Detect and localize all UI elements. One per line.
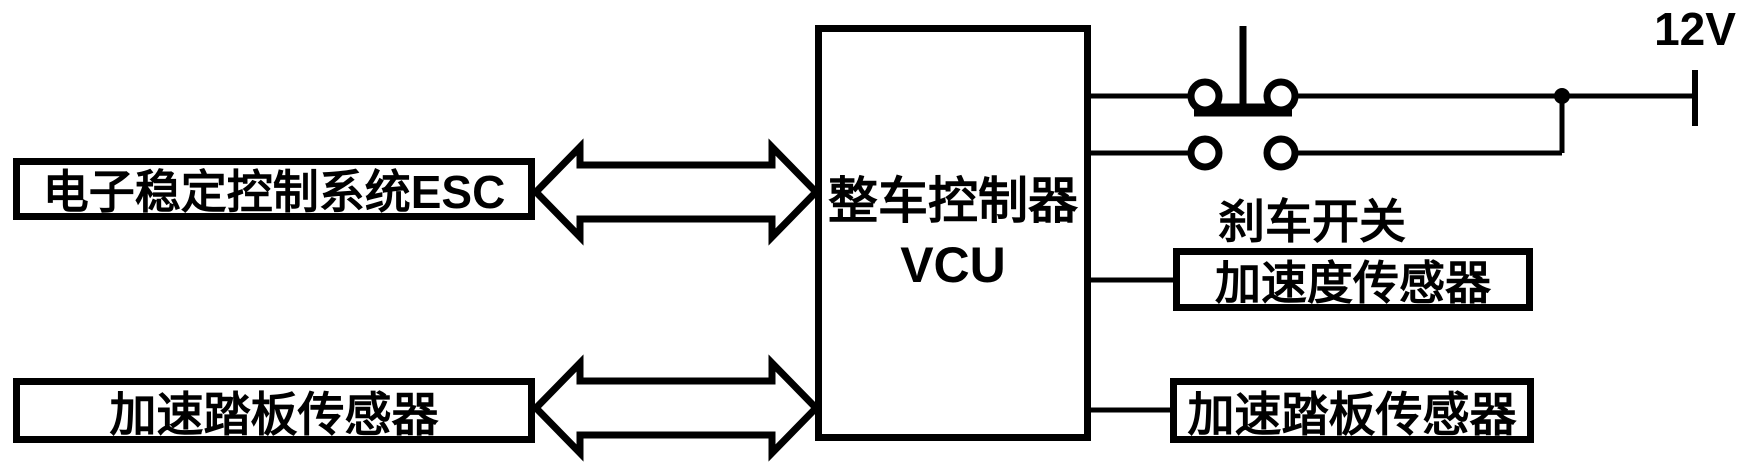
accelerator-pedal-sensor-left-label: 加速踏板传感器 bbox=[109, 388, 439, 441]
vcu-title: 整车控制器 bbox=[828, 173, 1078, 229]
vcu-subtitle: VCU bbox=[900, 237, 1006, 293]
switch-terminal-top-right bbox=[1263, 78, 1299, 114]
brake-switch-label: 刹车开关 bbox=[1218, 195, 1406, 248]
switch-terminal-bottom-right bbox=[1263, 135, 1299, 171]
junction-dot bbox=[1554, 88, 1570, 104]
acceleration-sensor-box: 加速度传感器 bbox=[1173, 248, 1533, 311]
bidirectional-arrow-pedal-vcu bbox=[531, 354, 821, 462]
bidirectional-arrow-esc-vcu bbox=[531, 138, 821, 246]
supply-12v-label: 12V bbox=[1654, 3, 1736, 55]
brake-switch-symbol bbox=[1187, 26, 1299, 171]
accelerator-pedal-sensor-right-box: 加速踏板传感器 bbox=[1170, 378, 1534, 443]
switch-terminal-bottom-left bbox=[1187, 135, 1223, 171]
esc-box-label: 电子稳定控制系统ESC bbox=[42, 166, 506, 218]
vcu-box: 整车控制器 VCU bbox=[815, 25, 1091, 441]
acceleration-sensor-label: 加速度传感器 bbox=[1215, 256, 1491, 309]
accelerator-pedal-sensor-left-box: 加速踏板传感器 bbox=[13, 378, 535, 443]
esc-box: 电子稳定控制系统ESC bbox=[13, 158, 535, 220]
accelerator-pedal-sensor-right-label: 加速踏板传感器 bbox=[1187, 388, 1517, 441]
switch-terminal-top-left bbox=[1187, 78, 1223, 114]
